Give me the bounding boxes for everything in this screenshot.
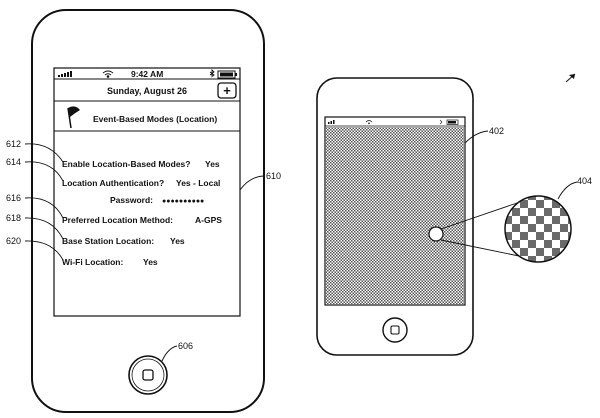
status-bar: 9:42 AM [54, 68, 240, 80]
setting-base-station[interactable]: Base Station Location: Yes [62, 236, 185, 246]
setting-label: Location Authentication? [62, 178, 164, 188]
setting-value: Yes - Local [176, 178, 220, 188]
date-header: Sunday, August 26 + [54, 82, 240, 102]
setting-label: Enable Location-Based Modes? [62, 159, 190, 169]
date-label: Sunday, August 26 [107, 86, 187, 96]
right-phone [316, 77, 474, 356]
wifi-icon [102, 70, 114, 78]
setting-preferred-method[interactable]: Preferred Location Method: A-GPS [62, 215, 222, 225]
add-button[interactable]: + [217, 82, 237, 99]
setting-value: Yes [205, 159, 220, 169]
ref-404: 404 [577, 176, 592, 186]
flag-icon [67, 106, 80, 129]
reference-labels-right: 402 404 [464, 73, 592, 200]
ref-606: 606 [178, 341, 193, 351]
ref-402: 402 [489, 126, 504, 136]
ref-614: 614 [6, 157, 21, 167]
setting-label: Preferred Location Method: [62, 215, 173, 225]
ref-616: 616 [6, 193, 21, 203]
signal-icon [328, 120, 335, 124]
home-button-square-icon [390, 325, 400, 335]
left-phone: 9:42 AM Sunday, August 26 + [31, 9, 265, 413]
setting-wifi[interactable]: Wi-Fi Location: Yes [62, 257, 158, 267]
setting-value: A-GPS [195, 215, 222, 225]
ref-620: 620 [6, 236, 21, 246]
mode-title: Event-Based Modes (Location) [93, 114, 217, 124]
signal-icon [58, 71, 72, 77]
right-status-bar [325, 119, 465, 127]
magnifier [440, 195, 572, 263]
setting-label: Password: [110, 195, 153, 205]
setting-value: Yes [143, 257, 158, 267]
reference-labels-left: 612 614 616 618 620 610 606 [6, 139, 281, 362]
add-button-label: + [223, 83, 231, 98]
setting-enable-location[interactable]: Enable Location-Based Modes? Yes [62, 159, 220, 169]
mode-title-row: Event-Based Modes (Location) [54, 106, 240, 132]
left-phone-screen [53, 67, 241, 317]
battery-icon [217, 70, 237, 79]
settings-list: Enable Location-Based Modes? Yes Locatio… [62, 159, 222, 267]
password-dots: ●●●●●●●●●● [162, 198, 204, 205]
pixel-grid [326, 127, 464, 304]
magnified-view [504, 195, 572, 263]
status-time: 9:42 AM [131, 69, 163, 79]
battery-icon [446, 119, 459, 125]
setting-location-auth[interactable]: Location Authentication? Yes - Local [62, 178, 220, 188]
setting-label: Wi-Fi Location: [62, 257, 123, 267]
setting-password[interactable]: Password: ●●●●●●●●●● [110, 195, 204, 205]
home-button[interactable] [128, 355, 168, 395]
ref-618: 618 [6, 213, 21, 223]
setting-label: Base Station Location: [62, 236, 154, 246]
home-button-square-icon [142, 369, 154, 381]
right-home-button[interactable] [382, 317, 408, 343]
magnified-spot [428, 226, 444, 242]
setting-value: Yes [170, 236, 185, 246]
bluetooth-icon [209, 68, 215, 78]
wifi-icon [365, 120, 373, 125]
ref-610: 610 [266, 171, 281, 181]
bluetooth-icon [439, 119, 443, 125]
arrow-icon [565, 73, 576, 83]
ref-612: 612 [6, 139, 21, 149]
